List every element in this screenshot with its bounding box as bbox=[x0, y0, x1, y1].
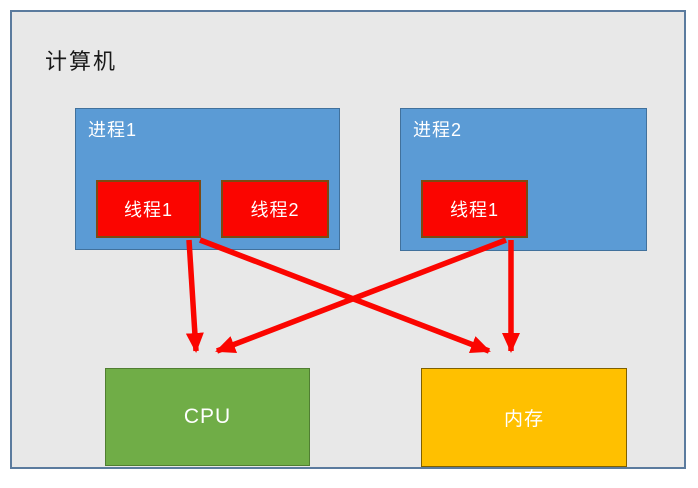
process1-thread1-box: 线程1 bbox=[96, 180, 201, 238]
process1-thread2-box: 线程2 bbox=[221, 180, 329, 238]
process2-thread1-box: 线程1 bbox=[421, 180, 528, 238]
computer-title: 计算机 bbox=[45, 49, 118, 74]
process1-box: 进程1 线程1 线程2 bbox=[75, 108, 340, 250]
computer-container: 计算机 进程1 线程1 线程2 进程2 线程1 CPU 内存 bbox=[10, 10, 686, 469]
cpu-box: CPU bbox=[105, 368, 310, 466]
memory-label: 内存 bbox=[503, 409, 544, 430]
process1-thread2-label: 线程2 bbox=[250, 200, 300, 220]
process2-label: 进程2 bbox=[413, 120, 463, 140]
process2-thread1-label: 线程1 bbox=[449, 200, 499, 220]
memory-box: 内存 bbox=[421, 368, 627, 467]
cpu-label: CPU bbox=[183, 405, 232, 428]
process1-thread1-label: 线程1 bbox=[123, 200, 173, 220]
process2-box: 进程2 线程1 bbox=[400, 108, 647, 251]
process1-label: 进程1 bbox=[88, 120, 138, 140]
